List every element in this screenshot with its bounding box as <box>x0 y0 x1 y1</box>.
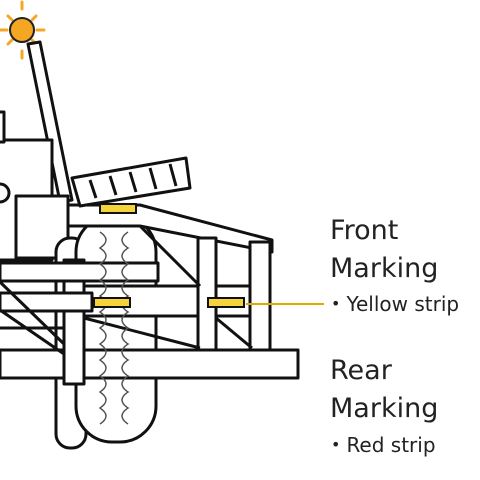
upright-left <box>196 236 218 352</box>
front-title-line2: Marking <box>330 253 439 284</box>
front-marking-title: Front Marking <box>330 212 438 288</box>
bullet-dot-icon: • <box>331 435 341 454</box>
front-bumper <box>0 348 300 380</box>
front-marking-bullet: • Yellow strip <box>331 291 459 319</box>
headlight <box>0 182 11 204</box>
rear-bullet-text: Red strip <box>346 433 436 457</box>
fender <box>66 203 274 254</box>
upper-frame <box>70 156 192 208</box>
cab-top <box>0 110 6 144</box>
rear-marking-bullet: • Red strip <box>331 432 436 460</box>
yellow-strip-top <box>99 203 137 214</box>
frame-post <box>62 258 86 386</box>
yellow-strip-right <box>207 297 245 308</box>
front-bullet-text: Yellow strip <box>346 292 460 316</box>
side-rail-lower <box>0 291 94 313</box>
rear-marking-title: Rear Marking <box>330 352 438 428</box>
rear-title-line2: Marking <box>330 393 439 424</box>
front-wheel <box>74 214 158 444</box>
front-title-line1: Front <box>330 215 399 246</box>
side-rail-upper <box>0 261 160 283</box>
rear-title-line1: Rear <box>330 355 392 386</box>
bullet-dot-icon: • <box>331 294 341 313</box>
yellow-strip-left <box>93 297 131 308</box>
upright-right <box>248 240 272 352</box>
